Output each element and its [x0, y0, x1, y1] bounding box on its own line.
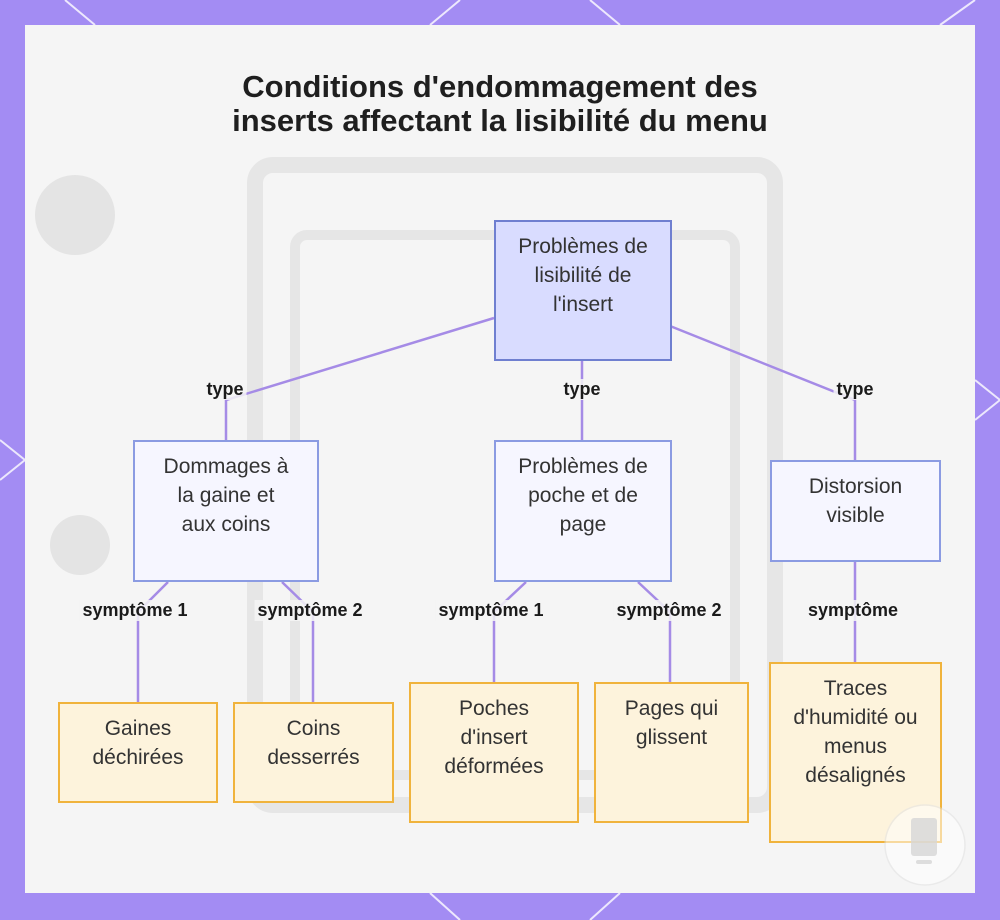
- node-traces-humidite: Traces d'humidité ou menus désalignés: [769, 662, 942, 843]
- edge-label-type-left: type: [203, 379, 247, 400]
- node-gaine-label: Dommages à la gaine et aux coins: [163, 455, 289, 536]
- edge-root-gaine: [224, 316, 495, 440]
- node-gaine: Dommages à la gaine et aux coins: [133, 440, 319, 582]
- edge-label-poche-symptom-2: symptôme 2: [613, 600, 725, 621]
- edge-poche-poches: [492, 581, 527, 682]
- edge-root-distorsion: [669, 324, 857, 460]
- node-poches-deformees-label: Poches d'insert déformées: [444, 697, 544, 778]
- node-pages-glissent-label: Pages qui glissent: [624, 697, 719, 749]
- node-coins-desserres-label: Coins desserrés: [267, 717, 360, 769]
- node-traces-humidite-label: Traces d'humidité ou menus désalignés: [793, 677, 918, 787]
- diagram-title: Conditions d'endommagement des inserts a…: [232, 69, 768, 138]
- node-poche-label: Problèmes de poche et de page: [518, 455, 648, 536]
- node-poche: Problèmes de poche et de page: [494, 440, 672, 582]
- edge-label-gaine-symptom-1: symptôme 1: [79, 600, 191, 621]
- edge-label-gaine-symptom-2: symptôme 2: [254, 600, 366, 621]
- edge-poche-pages: [637, 581, 672, 682]
- node-root-label: Problèmes de lisibilité de l'insert: [518, 235, 648, 316]
- node-distorsion-label: Distorsion visible: [808, 475, 903, 527]
- node-coins-desserres: Coins desserrés: [233, 702, 394, 803]
- edge-label-poche-symptom-1: symptôme 1: [435, 600, 547, 621]
- edge-label-type-mid: type: [560, 379, 604, 400]
- node-pages-glissent: Pages qui glissent: [594, 682, 749, 823]
- node-root: Problèmes de lisibilité de l'insert: [494, 220, 672, 361]
- node-gaines-dechirees: Gaines déchirées: [58, 702, 218, 803]
- node-distorsion: Distorsion visible: [770, 460, 941, 562]
- edge-label-type-right: type: [833, 379, 877, 400]
- node-gaines-dechirees-label: Gaines déchirées: [92, 717, 184, 769]
- logo-mark: [884, 804, 966, 886]
- edge-label-distorsion-symptom: symptôme: [804, 600, 902, 621]
- node-poches-deformees: Poches d'insert déformées: [409, 682, 579, 823]
